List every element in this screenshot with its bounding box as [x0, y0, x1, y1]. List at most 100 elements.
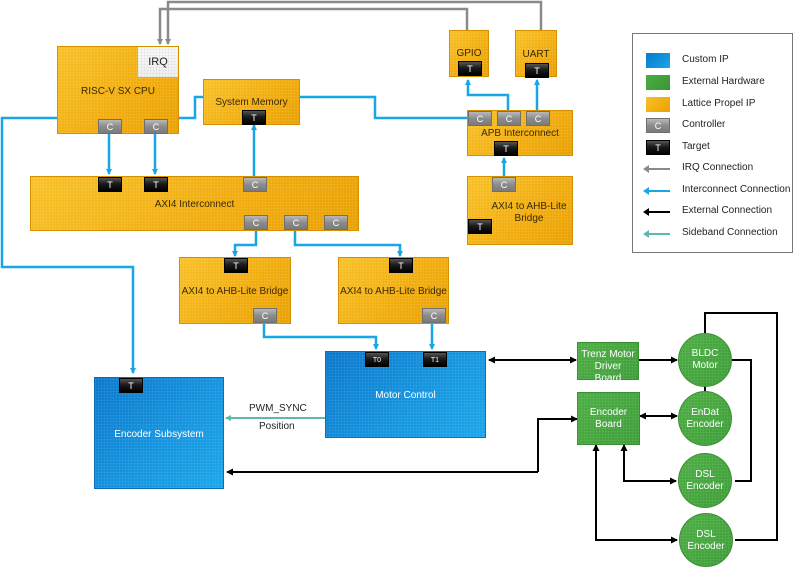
arrow-left-icon [643, 230, 670, 238]
gpio-label: GPIO [456, 48, 482, 59]
target-port: T [224, 258, 248, 273]
ext-board-dsl1 [620, 444, 677, 485]
ext-bldc-dsl2 [704, 312, 778, 541]
target-port: T [144, 177, 168, 192]
controller-port-icon: C [646, 118, 670, 133]
controller-port: C [324, 215, 348, 230]
legend-label: External Connection [682, 205, 773, 216]
legend-item-irq-connection: IRQ Connection [633, 161, 792, 177]
encoder-board[interactable]: Encoder Board [577, 392, 640, 445]
legend-item-sideband-connection: Sideband Connection [633, 226, 792, 242]
dsl-encoder-1[interactable]: DSL Encoder [678, 453, 732, 508]
bldc-motor-label: BLDC Motor [691, 348, 719, 371]
dsl-encoder-2-label: DSL Encoder [687, 529, 725, 552]
endat-encoder-label: EnDat Encoder [686, 407, 724, 430]
controller-port: C [253, 308, 277, 323]
bridge-left-label: AXI4 to AHB-Lite Bridge [181, 286, 289, 297]
controller-port: C [144, 119, 168, 134]
apb-interconnect-block[interactable]: C C C APB Interconnect T [467, 110, 573, 156]
controller-port: C [497, 111, 521, 126]
wire-apb-gpio [465, 79, 510, 110]
dsl-encoder-1-label: DSL Encoder [686, 469, 724, 492]
dsl-encoder-2[interactable]: DSL Encoder [679, 513, 733, 567]
axi4-ahb-bridge-right-block[interactable]: T AXI4 to AHB-Lite Bridge C [338, 257, 449, 324]
uart-label: UART [522, 49, 550, 60]
target-port: T [119, 378, 143, 393]
bridge-apb-label: AXI4 to AHB-Lite Bridge [491, 201, 567, 224]
legend-label: Custom IP [682, 54, 729, 65]
legend-label: Interconnect Connection [682, 184, 791, 195]
controller-port: C [526, 111, 550, 126]
pwm-sync-label: PWM_SYNC [249, 403, 307, 414]
encoder-board-label: Encoder Board [589, 407, 628, 430]
legend: Custom IP External Hardware Lattice Prop… [632, 33, 793, 253]
target-port: T [525, 63, 549, 78]
trenz-board-label: Trenz Motor Driver Board [581, 349, 635, 384]
controller-port: C [98, 119, 122, 134]
controller-port: C [243, 177, 267, 192]
legend-label: Target [682, 141, 710, 152]
axi4-interconnect-block[interactable]: T T C AXI4 Interconnect C C C [30, 176, 359, 231]
controller-port: C [492, 177, 516, 192]
legend-item-interconnect-connection: Interconnect Connection [633, 183, 792, 199]
encoder-subsystem-label: Encoder Subsystem [114, 429, 204, 440]
target-port: T [494, 141, 518, 156]
wire-axi-bridge-left [232, 229, 258, 257]
target-port: T [242, 110, 266, 125]
external-hardware-swatch [646, 75, 670, 90]
legend-item-target: T Target [633, 140, 792, 156]
target-port: T [468, 219, 492, 234]
motor-control-label: Motor Control [375, 390, 436, 401]
trenz-motor-driver-board[interactable]: Trenz Motor Driver Board [577, 342, 639, 384]
irq-region: IRQ [138, 47, 178, 77]
legend-item-external-hardware: External Hardware [633, 75, 792, 91]
bridge-right-label: AXI4 to AHB-Lite Bridge [340, 286, 447, 297]
target-port-t1: T1 [423, 352, 447, 367]
axi4-interconnect-label: AXI4 Interconnect [154, 199, 235, 210]
encoder-subsystem-block[interactable]: T Encoder Subsystem [94, 377, 224, 489]
wire-axi-bridge-right [293, 229, 403, 257]
axi4-ahb-bridge-left-block[interactable]: T AXI4 to AHB-Lite Bridge C [179, 257, 291, 324]
legend-item-controller: C Controller [633, 118, 792, 134]
ext-board-dsl2 [592, 444, 678, 544]
controller-port: C [422, 308, 446, 323]
legend-label: External Hardware [682, 76, 765, 87]
controller-port: C [468, 111, 492, 126]
apb-interconnect-label: APB Interconnect [481, 128, 559, 139]
endat-encoder[interactable]: EnDat Encoder [678, 391, 732, 446]
position-label: Position [259, 421, 295, 432]
motor-control-block[interactable]: T0 T1 Motor Control [325, 351, 486, 438]
axi4-ahb-bridge-apb-block[interactable]: C AXI4 to AHB-Lite Bridge T [467, 176, 573, 245]
target-port: T [458, 61, 482, 76]
system-memory-label: System Memory [215, 97, 288, 108]
irq-wire-gpio [157, 7, 469, 47]
target-port: T [389, 258, 413, 273]
ext-bldc-dsl1 [731, 359, 752, 482]
uart-block[interactable]: UART T [515, 30, 557, 78]
legend-label: Sideband Connection [682, 227, 778, 238]
bldc-motor[interactable]: BLDC Motor [678, 333, 732, 387]
gpio-block[interactable]: GPIO T [449, 30, 489, 77]
wire-bridge-left-t0 [262, 323, 379, 350]
arrow-left-icon [643, 187, 670, 195]
arrow-left-icon [643, 165, 670, 173]
legend-label: Lattice Propel IP [682, 98, 756, 109]
legend-item-lattice-propel-ip: Lattice Propel IP [633, 97, 792, 113]
ext-encoder-sub-board [537, 415, 578, 472]
controller-port: C [284, 215, 308, 230]
legend-item-external-connection: External Connection [633, 204, 792, 220]
lattice-propel-ip-swatch [646, 97, 670, 112]
cpu-label: RISC-V SX CPU [81, 86, 155, 97]
target-port-t0: T0 [365, 352, 389, 367]
legend-item-custom-ip: Custom IP [633, 53, 792, 69]
risc-v-cpu-block[interactable]: IRQ RISC-V SX CPU C C [57, 46, 179, 134]
controller-port: C [244, 215, 268, 230]
wire-apb-to-encoder [0, 95, 467, 374]
system-memory-block[interactable]: System Memory T [203, 79, 300, 125]
custom-ip-swatch [646, 53, 670, 68]
target-port-icon: T [646, 140, 670, 155]
legend-label: Controller [682, 119, 726, 130]
legend-label: IRQ Connection [682, 162, 754, 173]
target-port: T [98, 177, 122, 192]
